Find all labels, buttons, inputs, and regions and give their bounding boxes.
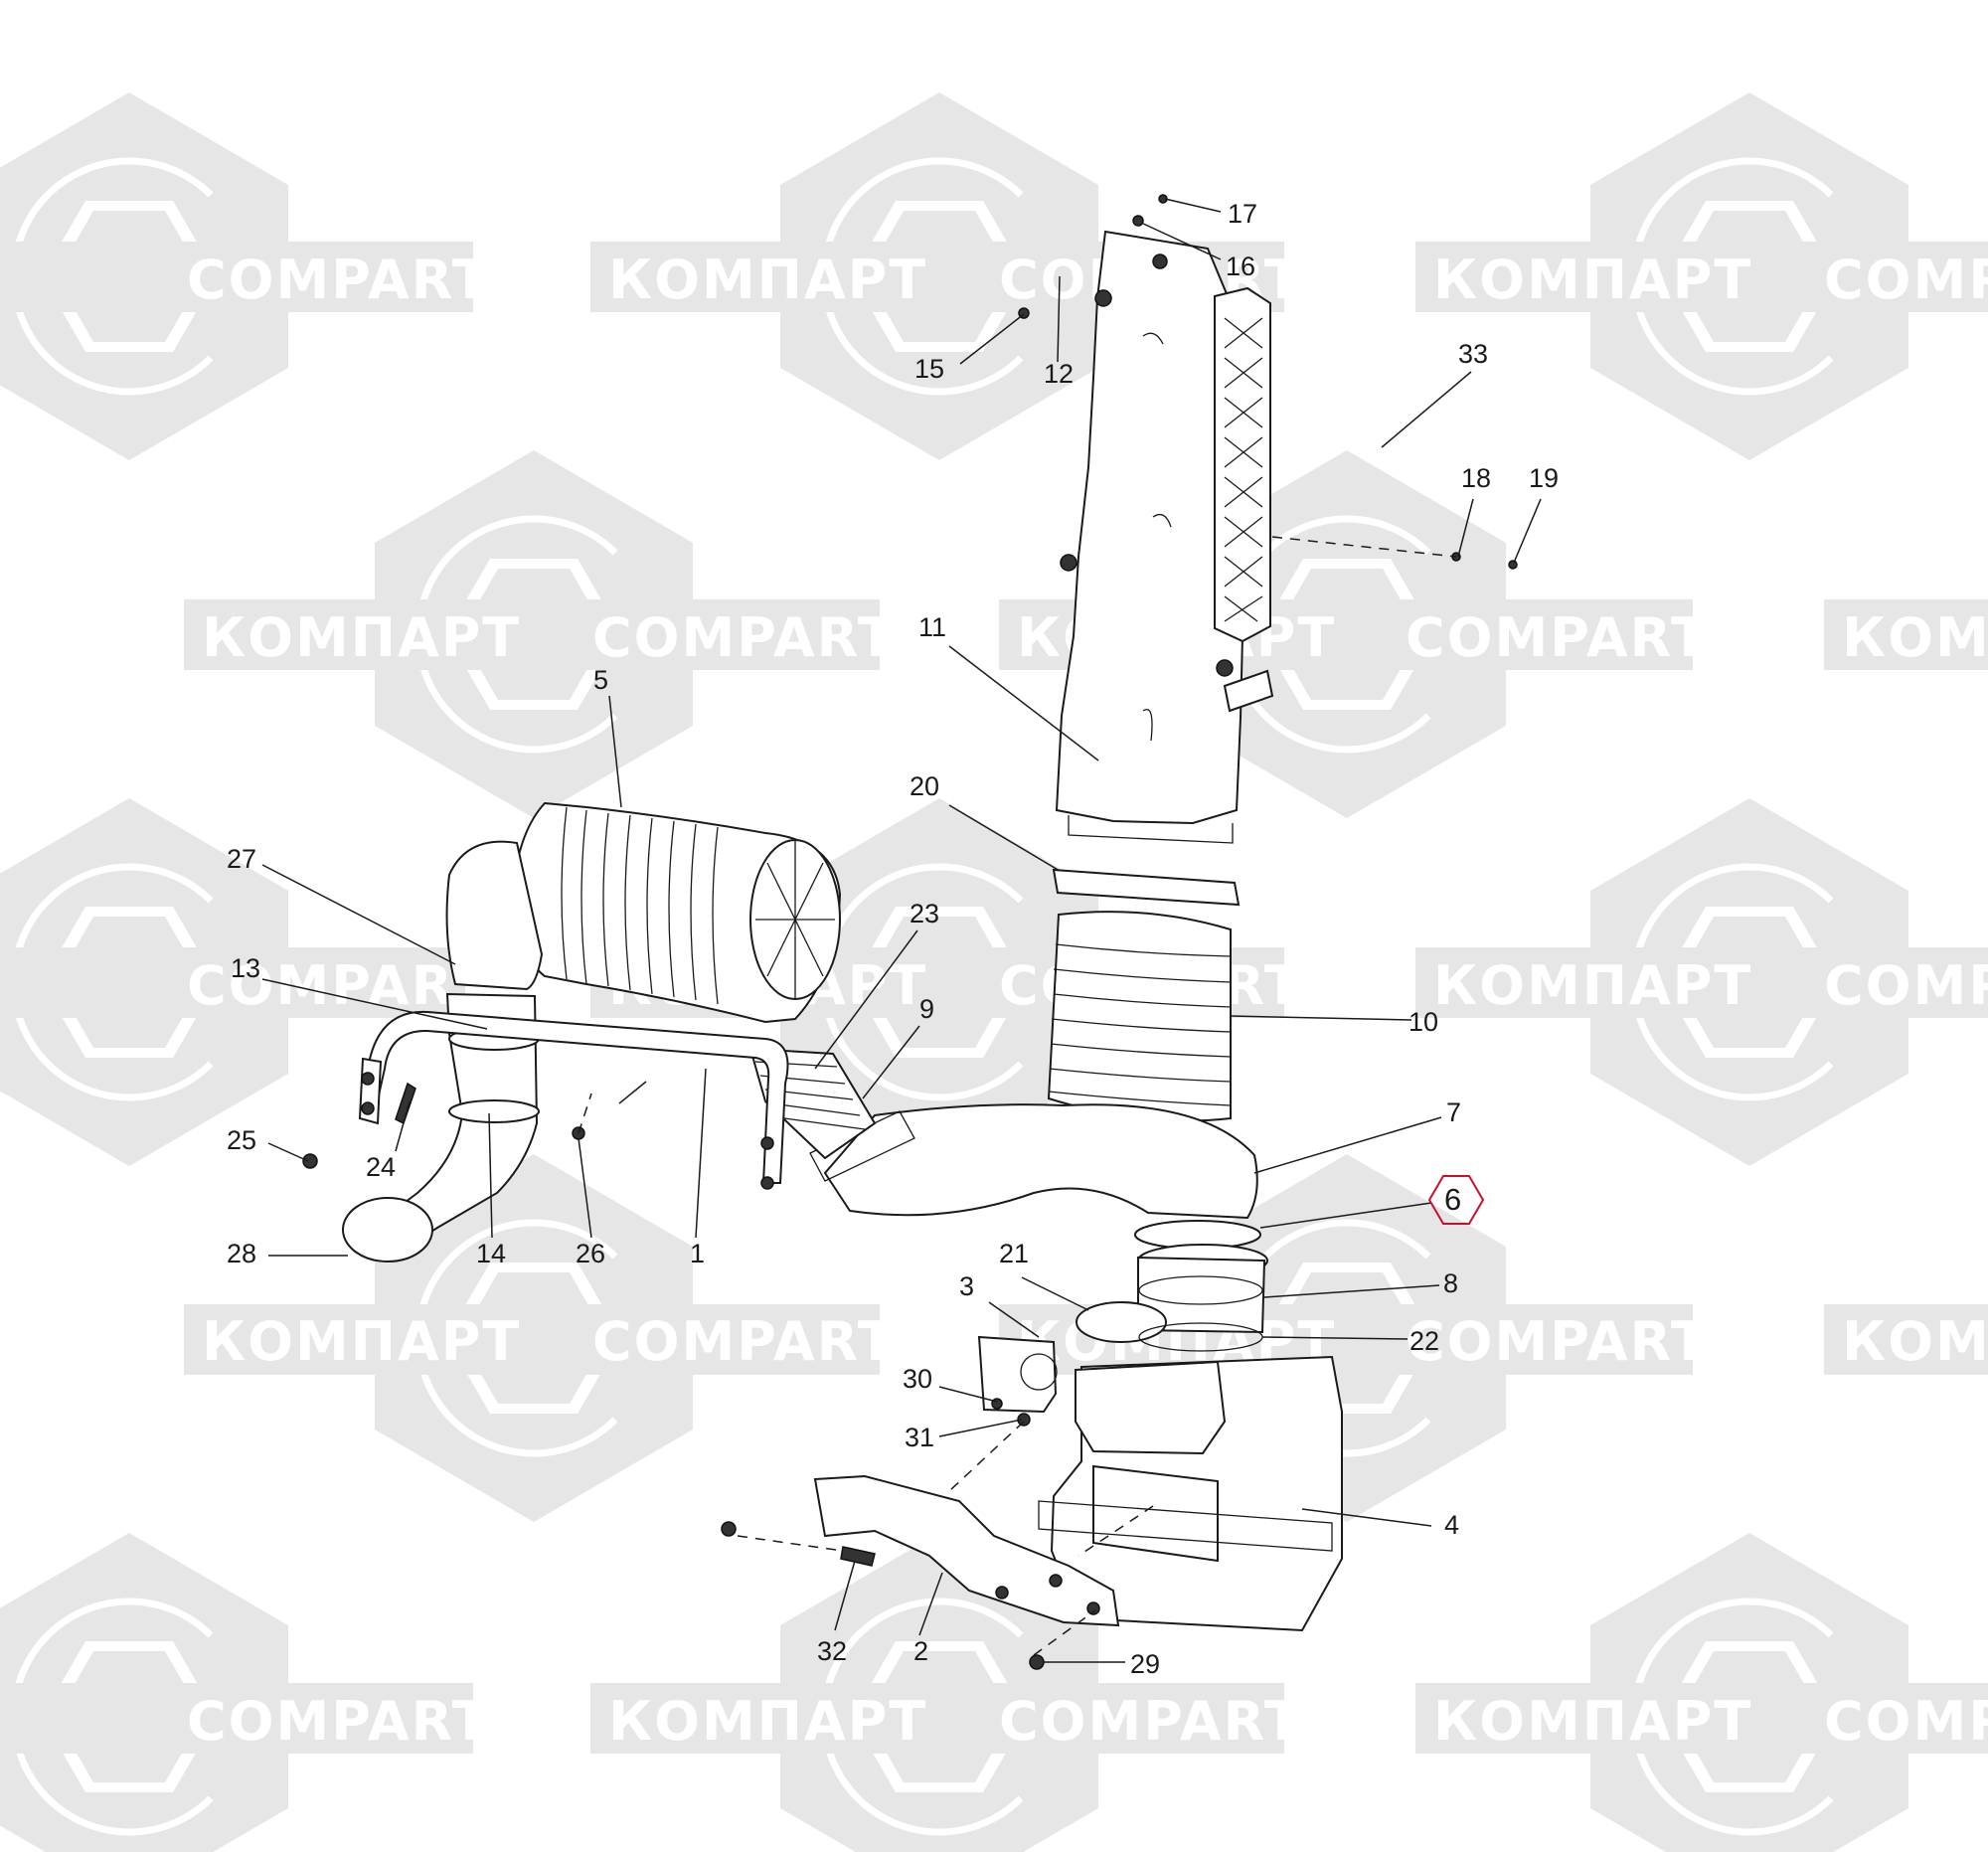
callout-23[interactable]: 23	[910, 899, 939, 928]
watermark-text: КОМПАРТ	[1842, 606, 1988, 669]
callout-labels: 17 16 15 12 33 18 19 11 5 20 27 23 13 9 …	[227, 199, 1559, 1679]
callout-24[interactable]: 24	[366, 1152, 396, 1182]
watermark-text: COMPART	[1824, 249, 1988, 311]
watermark-text: КОМПАРТ	[202, 1310, 521, 1373]
part-12-nut[interactable]	[1094, 289, 1112, 307]
callout-4[interactable]: 4	[1444, 1510, 1459, 1540]
callout-2[interactable]: 2	[913, 1636, 928, 1666]
callout-22[interactable]: 22	[1409, 1326, 1439, 1356]
callout-21[interactable]: 21	[999, 1239, 1029, 1268]
callout-16[interactable]: 16	[1226, 252, 1255, 281]
part-28-outlet[interactable]	[342, 1197, 433, 1263]
leader-lines	[261, 198, 1542, 1663]
callout-10[interactable]: 10	[1408, 1007, 1438, 1037]
highlight-hexagon[interactable]	[1427, 1175, 1485, 1225]
part-20-gasket[interactable]	[1052, 868, 1241, 907]
callout-13[interactable]: 13	[231, 953, 260, 983]
part-16-washer[interactable]	[1132, 215, 1144, 227]
callout-15[interactable]: 15	[914, 354, 944, 384]
callout-7[interactable]: 7	[1446, 1097, 1461, 1127]
callout-19[interactable]: 19	[1529, 463, 1559, 493]
part-31-nut[interactable]	[1017, 1413, 1031, 1427]
callout-33[interactable]: 33	[1458, 339, 1488, 369]
watermark-text: КОМПАРТ	[1433, 249, 1752, 311]
watermark-text: КОМПАРТ	[1842, 1310, 1988, 1373]
callout-6[interactable]: 6	[1444, 1182, 1461, 1217]
part-29-nut[interactable]	[1029, 1654, 1045, 1670]
callout-1[interactable]: 1	[690, 1239, 705, 1268]
callout-26[interactable]: 26	[576, 1239, 605, 1268]
part-27-elbow[interactable]	[445, 840, 544, 991]
watermark-text: COMPART	[187, 1690, 491, 1753]
callout-18[interactable]: 18	[1461, 463, 1491, 493]
callout-12[interactable]: 12	[1044, 359, 1074, 389]
watermark-text: COMPART	[187, 954, 491, 1017]
part-21-clamp[interactable]	[1076, 1301, 1167, 1343]
callout-5[interactable]: 5	[593, 665, 608, 695]
watermark-text: КОМПАРТ	[202, 606, 521, 669]
callout-31[interactable]: 31	[905, 1423, 934, 1452]
callout-25[interactable]: 25	[227, 1125, 256, 1155]
callout-28[interactable]: 28	[227, 1239, 256, 1268]
watermark-text: COMPART	[1824, 954, 1988, 1017]
watermark-text: COMPART	[1406, 1310, 1710, 1373]
watermark-text: КОМПАРТ	[608, 249, 927, 311]
part-10-bellows[interactable]	[1047, 911, 1232, 1122]
callout-32[interactable]: 32	[817, 1636, 847, 1666]
assembly-drawing	[302, 194, 1518, 1670]
part-1-frame[interactable]	[366, 1010, 789, 1184]
callout-3[interactable]: 3	[959, 1271, 974, 1301]
watermark-text: COMPART	[592, 1310, 897, 1373]
watermark-text: COMPART	[1406, 606, 1710, 669]
callout-17[interactable]: 17	[1228, 199, 1257, 229]
part-2-bracket[interactable]	[813, 1474, 1120, 1627]
part-32-stud[interactable]	[840, 1546, 876, 1567]
watermark-text: КОМПАРТ	[1433, 1690, 1752, 1753]
watermark-text: COMPART	[999, 1690, 1303, 1753]
callout-29[interactable]: 29	[1130, 1649, 1160, 1679]
watermark-text: COMPART	[1824, 1690, 1988, 1753]
part-25-nut[interactable]	[302, 1153, 318, 1169]
callout-27[interactable]: 27	[227, 844, 256, 874]
callout-14[interactable]: 14	[476, 1239, 506, 1268]
watermark-text: КОМПАРТ	[608, 1690, 927, 1753]
watermark-text: COMPART	[592, 606, 897, 669]
callout-8[interactable]: 8	[1443, 1268, 1458, 1298]
part-33-grille[interactable]	[1214, 286, 1271, 643]
part-7-elbow-pipe[interactable]	[823, 1103, 1258, 1220]
watermark-text: КОМПАРТ	[1433, 954, 1752, 1017]
watermark-text: COMPART	[187, 249, 491, 311]
callout-20[interactable]: 20	[910, 771, 939, 801]
callout-9[interactable]: 9	[919, 994, 934, 1024]
part-19-screw[interactable]	[1508, 560, 1518, 570]
callout-11[interactable]: 11	[918, 612, 946, 642]
callout-30[interactable]: 30	[903, 1364, 932, 1394]
